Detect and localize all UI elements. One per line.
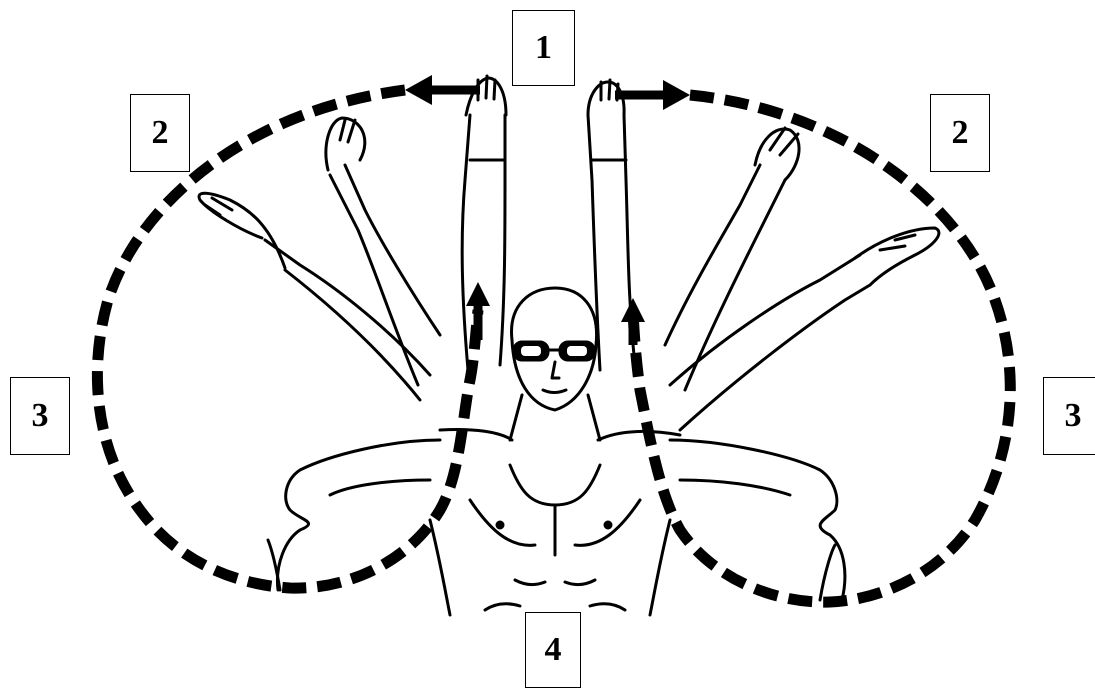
- label-box-upper-right: 2: [930, 94, 990, 172]
- label-box-side-right: 3: [1043, 377, 1095, 455]
- label-box-bottom: 4: [525, 612, 581, 688]
- label-box-top: 1: [512, 10, 575, 86]
- swimmer-figure: [199, 76, 939, 615]
- label-box-side-left: 3: [10, 377, 70, 455]
- label-box-upper-left: 2: [130, 94, 190, 172]
